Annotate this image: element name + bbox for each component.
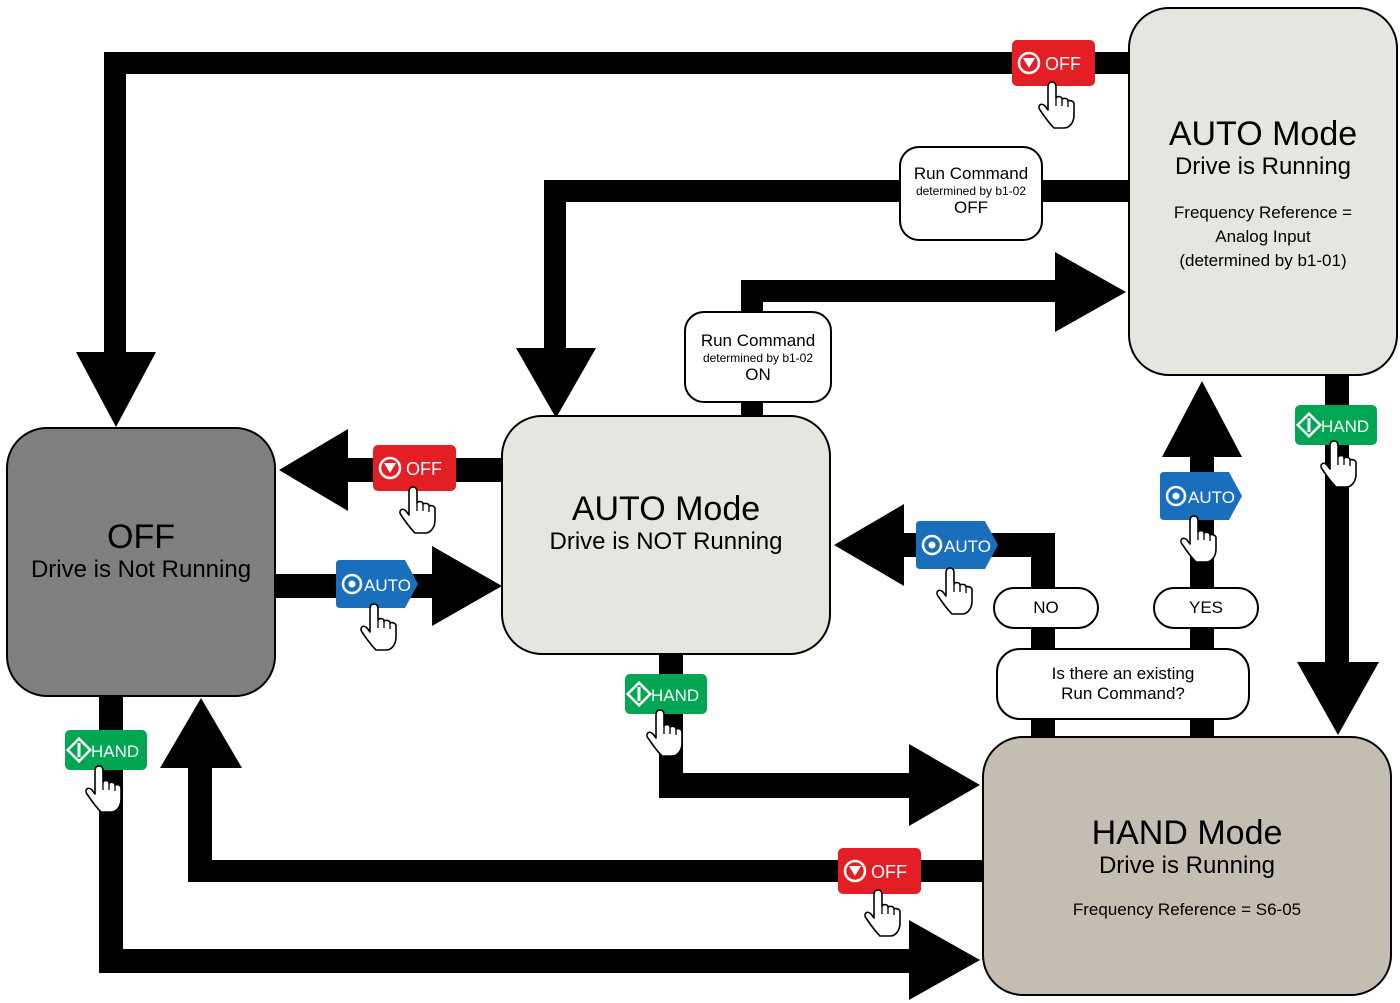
answer-yes-pill: YES bbox=[1153, 587, 1259, 629]
run-command-on-state: ON bbox=[745, 365, 771, 384]
auto-key-right[interactable]: AUTO bbox=[1160, 472, 1242, 563]
off-key-bottom[interactable]: OFF bbox=[838, 848, 921, 937]
off-text: OFF Drive is Not Running bbox=[7, 518, 275, 584]
auto-key-middle-label: AUTO bbox=[944, 537, 991, 556]
state-box-off bbox=[6, 427, 276, 697]
hand-key-middle[interactable]: HAND bbox=[625, 674, 707, 757]
off-key-top[interactable]: OFF bbox=[1012, 40, 1095, 129]
run-command-off-line1: Run Command bbox=[913, 164, 1029, 183]
hand-key-right[interactable]: HAND bbox=[1295, 405, 1377, 488]
run-command-off-state: OFF bbox=[954, 198, 988, 217]
off-key-middle[interactable]: OFF bbox=[373, 445, 456, 534]
arrow-autorun-to-off-head bbox=[76, 352, 156, 427]
arrow-runon-head bbox=[1055, 252, 1126, 332]
hand-key-middle-label: HAND bbox=[651, 686, 699, 705]
arrow-hand-to-off-vertical bbox=[188, 765, 212, 882]
auto-running-subtitle: Drive is Running bbox=[1174, 153, 1352, 180]
question-bubble: Is there an existing Run Command? bbox=[996, 648, 1250, 720]
hand-key-right-label: HAND bbox=[1321, 417, 1369, 436]
arrow-autonr-to-off-head bbox=[279, 429, 348, 511]
state-box-auto-running bbox=[1128, 7, 1398, 376]
auto-key-left-label: AUTO bbox=[364, 576, 411, 595]
hand-key-left[interactable]: HAND bbox=[65, 730, 147, 813]
hand-running-text: HAND Mode Drive is Running Frequency Ref… bbox=[983, 814, 1391, 922]
arrow-runon-horizontal bbox=[741, 280, 1059, 302]
auto-running-title: AUTO Mode bbox=[1168, 115, 1358, 153]
auto-key-right-label: AUTO bbox=[1188, 488, 1235, 507]
arrow-autorun-to-off-left bbox=[104, 52, 126, 354]
run-command-off-line2: determined by b1-02 bbox=[915, 184, 1027, 198]
run-command-on-line2: determined by b1-02 bbox=[702, 351, 814, 365]
arrow-no-head bbox=[834, 504, 904, 586]
arrow-autorun-to-off-top bbox=[104, 52, 1134, 74]
auto-running-text: AUTO Mode Drive is Running Frequency Ref… bbox=[1129, 115, 1397, 273]
question-line1: Is there an existing bbox=[1051, 664, 1195, 683]
off-key-middle-label: OFF bbox=[406, 459, 442, 479]
hand-key-left-label: HAND bbox=[91, 742, 139, 761]
run-command-on-line1: Run Command bbox=[700, 331, 816, 350]
arrow-off-to-hand-horizontal bbox=[99, 949, 911, 973]
arrow-off-to-autonr-head bbox=[432, 546, 502, 626]
off-subtitle: Drive is Not Running bbox=[30, 556, 252, 583]
arrow-runoff-top bbox=[544, 180, 1136, 202]
answer-no-pill: NO bbox=[993, 587, 1099, 629]
state-box-hand-running bbox=[982, 736, 1392, 996]
auto-key-middle[interactable]: AUTO bbox=[916, 521, 998, 615]
state-box-auto-not-running bbox=[501, 415, 831, 655]
auto-not-running-subtitle: Drive is NOT Running bbox=[549, 528, 783, 555]
arrow-runoff-head bbox=[516, 348, 596, 418]
arrow-hand-to-off-horizontal bbox=[188, 860, 985, 882]
arrow-hand-to-off-head bbox=[160, 698, 242, 768]
auto-running-freq-1: Frequency Reference = bbox=[1173, 203, 1353, 222]
question-line2: Run Command? bbox=[1061, 684, 1185, 703]
arrow-autonr-to-hand-head bbox=[909, 744, 980, 826]
off-title: OFF bbox=[107, 518, 175, 556]
auto-not-running-title: AUTO Mode bbox=[571, 490, 761, 528]
hand-running-title: HAND Mode bbox=[1091, 814, 1283, 852]
off-key-bottom-label: OFF bbox=[871, 862, 907, 882]
arrow-autorun-to-hand-head bbox=[1297, 662, 1379, 735]
auto-running-freq-3: (determined by b1-01) bbox=[1179, 251, 1347, 270]
run-command-on-bubble: Run Command determined by b1-02 ON bbox=[684, 311, 832, 403]
arrow-yes-head bbox=[1162, 381, 1242, 457]
hand-running-freq: Frequency Reference = S6-05 bbox=[1072, 900, 1302, 919]
hand-running-subtitle: Drive is Running bbox=[1098, 852, 1276, 879]
auto-key-left[interactable]: AUTO bbox=[336, 560, 418, 651]
run-command-off-bubble: Run Command determined by b1-02 OFF bbox=[899, 146, 1043, 241]
auto-not-running-text: AUTO Mode Drive is NOT Running bbox=[502, 490, 830, 556]
arrow-runoff-left bbox=[544, 180, 566, 350]
auto-running-freq-2: Analog Input bbox=[1215, 227, 1311, 246]
arrow-autonr-to-hand-horizontal bbox=[659, 773, 911, 798]
arrow-off-to-hand-head bbox=[909, 920, 980, 1000]
off-key-top-label: OFF bbox=[1045, 54, 1081, 74]
